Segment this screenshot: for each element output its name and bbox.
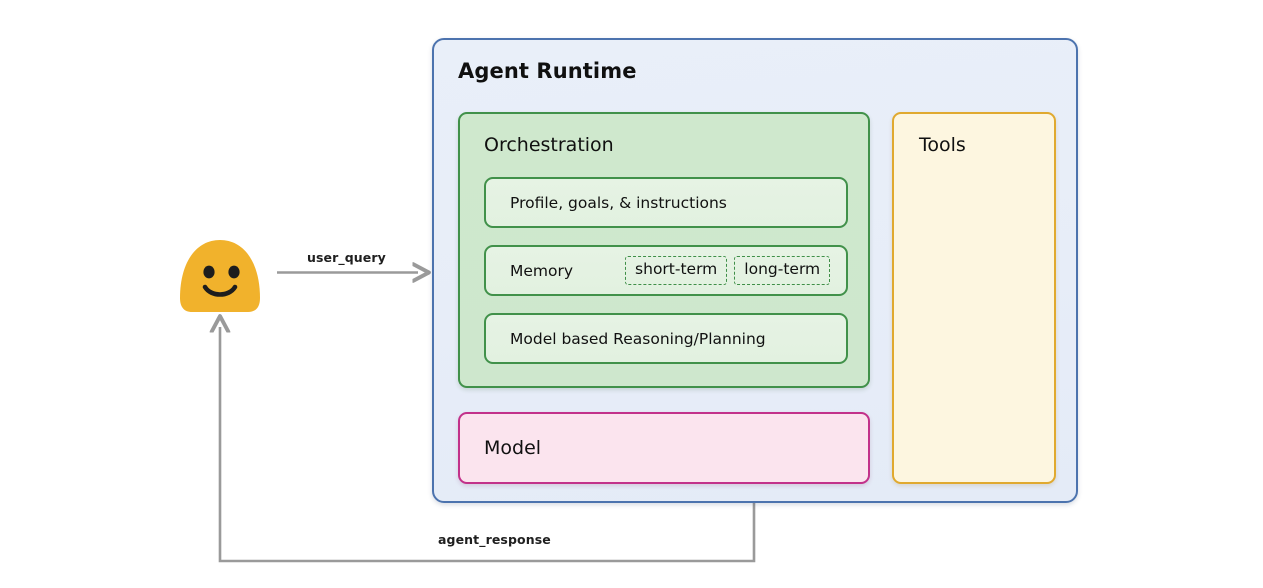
orchestration-title: Orchestration: [484, 134, 614, 156]
memory-tag-short-term[interactable]: short-term: [625, 256, 728, 285]
orchestration-row-memory-label: Memory: [510, 261, 574, 280]
orchestration-row-reasoning-label: Model based Reasoning/Planning: [510, 329, 766, 348]
model-panel-title: Model: [484, 437, 542, 459]
flow-label-user-query: user_query: [307, 250, 386, 265]
avatar-eye-right: [228, 265, 240, 279]
agent-runtime-title: Agent Runtime: [458, 59, 637, 83]
tools-panel[interactable]: Tools: [892, 112, 1056, 484]
orchestration-row-profile-label: Profile, goals, & instructions: [510, 193, 727, 212]
flow-label-agent-response: agent_response: [438, 532, 551, 547]
model-panel[interactable]: Model: [458, 412, 870, 484]
orchestration-row-reasoning[interactable]: Model based Reasoning/Planning: [484, 313, 848, 364]
memory-tag-long-term[interactable]: long-term: [734, 256, 831, 285]
avatar-smile: [202, 284, 238, 297]
orchestration-row-memory[interactable]: Memory short-term long-term: [484, 245, 848, 296]
agent-runtime-container: Agent Runtime Orchestration Profile, goa…: [432, 38, 1078, 503]
memory-tag-group: short-term long-term: [625, 256, 831, 285]
tools-panel-title: Tools: [919, 134, 966, 156]
orchestration-panel: Orchestration Profile, goals, & instruct…: [458, 112, 870, 388]
orchestration-row-profile[interactable]: Profile, goals, & instructions: [484, 177, 848, 228]
user-avatar-icon: [180, 240, 260, 312]
avatar-eye-left: [203, 265, 215, 279]
